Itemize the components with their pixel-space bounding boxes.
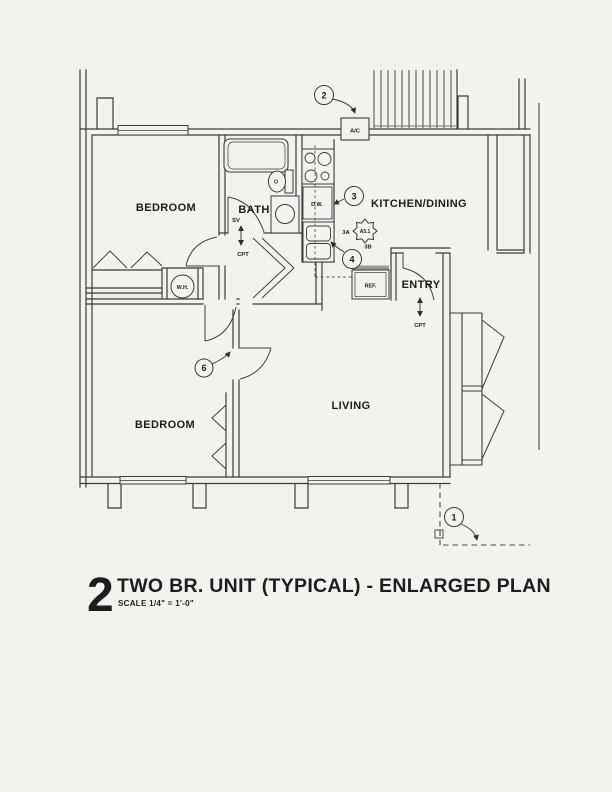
bedroom2-closet-walls (225, 309, 240, 478)
kitchen-partition-counter (295, 134, 335, 263)
room-label-kitchen-dining: KITCHEN/DINING (371, 198, 467, 210)
callout-1: 1 (444, 507, 479, 541)
entry-walls (390, 247, 451, 478)
bedroom1-door (185, 236, 219, 267)
callout-1-number: 1 (451, 512, 456, 522)
bath-cpt-tag: CPT (237, 252, 249, 258)
walls (79, 69, 531, 509)
callout-4-circle (342, 249, 362, 269)
kitchen-sink-bowl-1 (306, 225, 331, 242)
detail-badge-star (352, 218, 378, 244)
detail-marker-sheet: A5.1 (360, 229, 371, 235)
detail-marker-suffix: 3B (364, 245, 371, 251)
pilaster-outlines (96, 95, 469, 509)
room-labels: BEDROOM BATH KITCHEN/DINING ENTRY LIVING… (135, 198, 467, 431)
bath-door (227, 196, 265, 233)
bedroom1-bath-partition (218, 134, 323, 300)
callout-2-leader (332, 98, 356, 114)
callout-3-leader (333, 198, 345, 205)
room-label-bedroom-2: BEDROOM (135, 419, 195, 431)
kitchen-cabinet-dashed-line (314, 145, 352, 278)
callout-1-circle (444, 507, 464, 527)
bath-sink (275, 204, 295, 224)
ac-unit-label: A/C (350, 129, 361, 135)
callout-6-circle (194, 358, 214, 378)
water-heater-label: W.H. (177, 285, 189, 291)
dashed-lines (314, 145, 530, 546)
ac-unit (340, 117, 370, 141)
kitchen-sink-counter (302, 221, 335, 263)
refrigerator-inner (354, 272, 387, 297)
entry-door (402, 253, 435, 301)
toilet-tank (284, 169, 294, 194)
refrigerator (351, 269, 390, 300)
dishwasher-label: D.W. (311, 202, 323, 208)
stair-walls (456, 69, 526, 130)
floor-finish-tags: SV CPT CPT (232, 218, 426, 329)
room-label-entry: ENTRY (402, 279, 441, 291)
water-heater (170, 274, 195, 299)
range-burners (304, 152, 332, 183)
bath-sv-tag: SV (232, 218, 240, 224)
bathtub-inner (227, 141, 286, 170)
callout-6-leader (211, 351, 231, 365)
callout-3-circle (344, 186, 364, 206)
drawing-scale: SCALE 1/4" = 1'-0" (118, 599, 194, 608)
toilet-drain (274, 179, 278, 184)
bathtub (223, 138, 289, 173)
toilet-bowl (268, 170, 286, 193)
ref-counter-hatch (352, 265, 389, 270)
callout-4-leader (330, 241, 345, 253)
drawing-title: TWO BR. UNIT (TYPICAL) - ENLARGED PLAN (117, 575, 551, 597)
kitchen-sink-bowl-2 (306, 243, 331, 260)
callout-2-circle (314, 85, 334, 105)
callout-1-leader (460, 523, 479, 541)
detail-number: 2 (87, 569, 114, 622)
match-line-square (434, 529, 444, 539)
bedroom2-door (204, 305, 237, 342)
callout-6: 6 (194, 351, 231, 378)
stair-tread-lines (373, 70, 452, 128)
room-label-bath: BATH (238, 204, 269, 216)
middle-walls (85, 269, 240, 305)
fixtures: D.W. REF. W.H. A/C (170, 117, 390, 300)
stair-treads (373, 70, 456, 128)
casement-sash-symbols (481, 319, 505, 460)
callouts: 2 3 4 6 1 (194, 85, 479, 541)
refrigerator-label: REF. (365, 284, 377, 290)
callout-3-number: 3 (351, 191, 356, 201)
room-label-bedroom-1: BEDROOM (136, 202, 196, 214)
corridor-walls (487, 134, 531, 254)
bedroom2-hall-door (239, 347, 272, 380)
wh-closet-walls (161, 267, 204, 300)
callout-4-number: 4 (349, 254, 354, 264)
window-midlines (118, 130, 390, 481)
windows (117, 125, 505, 485)
callout-2: 2 (314, 85, 356, 114)
title-block: 2 TWO BR. UNIT (TYPICAL) - ENLARGED PLAN… (87, 569, 551, 622)
callout-2-number: 2 (321, 90, 326, 100)
closet-door-chevrons (92, 237, 295, 470)
match-line-dashed (439, 483, 530, 546)
callout-6-number: 6 (201, 363, 206, 373)
exterior-wall-lines (79, 69, 531, 488)
entry-cpt-tag: CPT (414, 323, 426, 329)
doors (92, 196, 435, 470)
callout-3: 3 (333, 186, 364, 206)
detail-marker-prefix: 3A (342, 230, 350, 236)
room-label-living: LIVING (331, 400, 370, 412)
detail-marker: 3A A5.1 3B (342, 218, 378, 251)
callout-4: 4 (330, 241, 362, 269)
dishwasher (302, 186, 333, 220)
